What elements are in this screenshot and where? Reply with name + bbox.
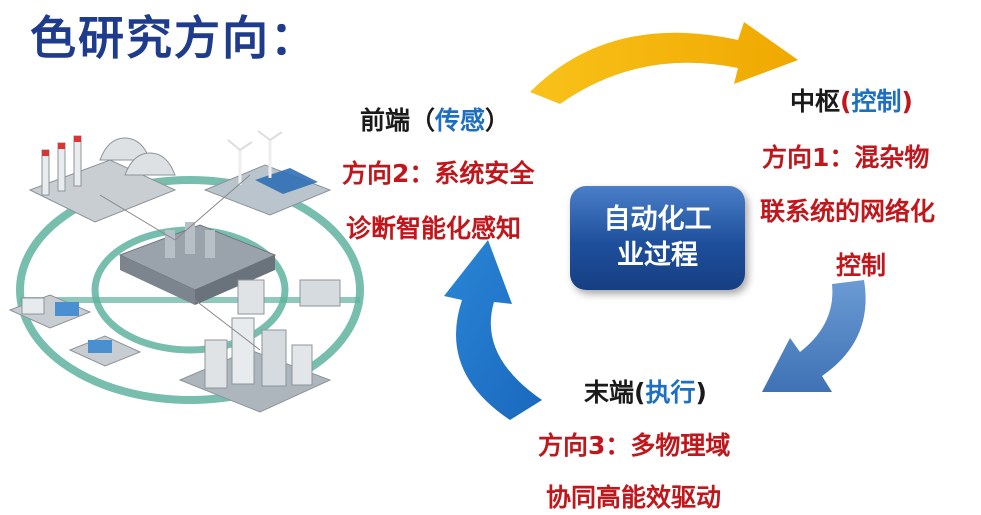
- smart-grid-illustration: [8, 130, 364, 413]
- center-process-box: 自动化工 业过程: [570, 186, 745, 290]
- center-line2: 业过程: [617, 240, 698, 271]
- front-direction-line2: 诊断智能化感知: [346, 214, 522, 243]
- end-heading-key: 执行: [645, 378, 696, 407]
- hub-paren-open: (: [840, 87, 852, 116]
- hub-heading-prefix: 中枢: [790, 87, 841, 116]
- end-direction-line1: 方向3：多物理域: [538, 431, 731, 460]
- front-heading-key: 传感: [435, 106, 486, 135]
- hub-heading-key: 控制: [851, 87, 902, 116]
- front-heading-suffix: ）: [485, 106, 511, 135]
- front-heading: 前端（传感）: [360, 101, 510, 137]
- end-heading: 末端(执行): [584, 373, 707, 409]
- front-heading-prefix: 前端（: [360, 106, 436, 135]
- grid-ring-outer: [16, 176, 364, 404]
- left-curved-arrow: [444, 240, 542, 420]
- front-direction-line1: 方向2：系统安全: [342, 159, 535, 188]
- end-direction-line2: 协同高能效驱动: [546, 483, 722, 512]
- hub-direction-line2: 联系统的网络化: [760, 197, 936, 226]
- end-paren-open: (: [634, 378, 646, 407]
- page-title: 色研究方向：: [30, 11, 318, 65]
- hub-heading: 中枢(控制): [790, 82, 913, 118]
- solar-farm: [203, 164, 332, 216]
- hub-paren-close: ): [901, 87, 913, 116]
- top-curved-arrow: [530, 22, 798, 104]
- right-curved-arrow: [762, 280, 866, 392]
- hub-direction-line3: 控制: [836, 251, 887, 280]
- center-line1: 自动化工: [603, 204, 712, 235]
- end-heading-prefix: 末端: [584, 378, 635, 407]
- hub-direction-line1: 方向1：混杂物: [762, 143, 930, 172]
- end-paren-close: ): [695, 378, 707, 407]
